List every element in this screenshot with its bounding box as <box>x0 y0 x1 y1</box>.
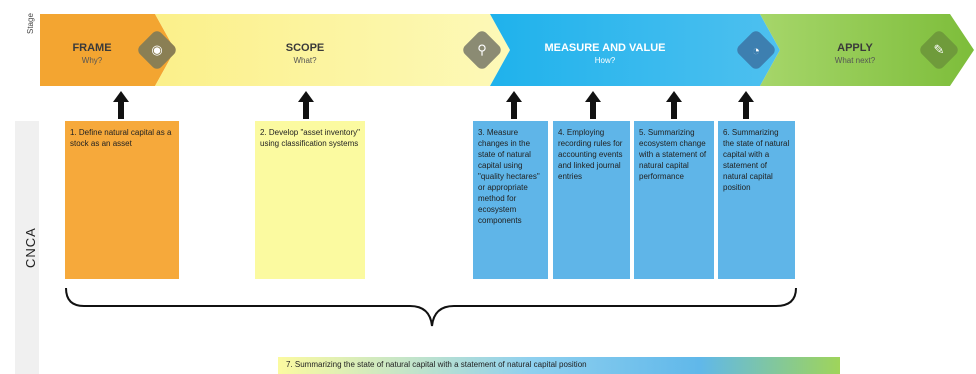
lightbulb-icon: ◉ <box>135 28 179 72</box>
arrow-up-icon <box>506 91 522 119</box>
stage-frame-segment <box>40 14 175 86</box>
stage-label: Stage <box>26 13 35 34</box>
arrow-up-icon <box>738 91 754 119</box>
step-box-5: 5. Summarizing ecosystem change with a s… <box>634 121 714 279</box>
stage-apply-sub: What next? <box>834 56 876 65</box>
stage-measure-title: MEASURE AND VALUE <box>544 42 666 54</box>
grouping-brace <box>65 287 797 327</box>
arrow-up-icon <box>113 91 129 119</box>
stage-apply-segment <box>760 14 974 86</box>
stage-bar <box>40 14 974 86</box>
summary-banner: 7. Summarizing the state of natural capi… <box>278 357 840 374</box>
stage-scope-title: SCOPE <box>285 42 325 54</box>
stage-scope-sub: What? <box>293 56 317 65</box>
chart-icon: ◔ <box>734 28 778 72</box>
magnifier-icon: ⚲ <box>460 28 504 72</box>
step-box-3: 3. Measure changes in the state of natur… <box>473 121 548 279</box>
cnca-column <box>15 121 39 374</box>
arrow-up-icon <box>298 91 314 119</box>
stage-frame-title: FRAME <box>72 42 112 54</box>
stage-frame-sub: Why? <box>81 56 103 65</box>
step-box-6: 6. Summarizing the state of natural capi… <box>718 121 795 279</box>
stage-measure-sub: How? <box>594 56 616 65</box>
cnca-label: CNCA <box>23 227 38 268</box>
stage-scope-segment <box>155 14 510 86</box>
arrow-up-icon <box>585 91 601 119</box>
stage-measure-segment <box>490 14 780 86</box>
arrow-up-icon <box>666 91 682 119</box>
step-box-1: 1. Define natural capital as a stock as … <box>65 121 179 279</box>
stage-apply-title: APPLY <box>837 42 873 54</box>
step-box-2: 2. Develop "asset inventory" using class… <box>255 121 365 279</box>
step-box-4: 4. Employing recording rules for account… <box>553 121 630 279</box>
clipboard-icon: ✎ <box>917 28 961 72</box>
